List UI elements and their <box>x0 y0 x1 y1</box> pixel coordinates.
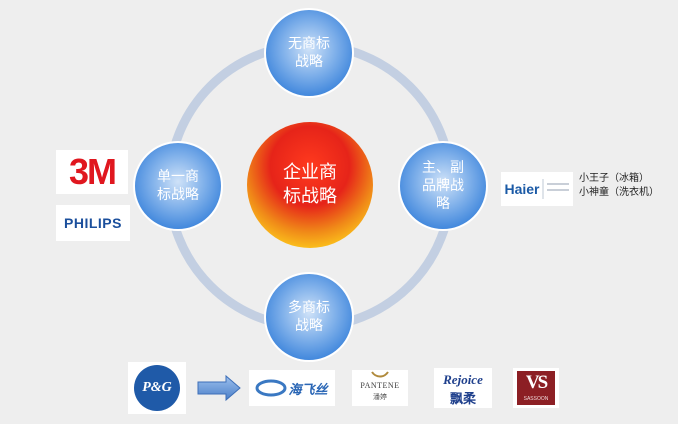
node-right-circle <box>398 141 488 231</box>
note-line-fridge: 小王子（冰箱） <box>579 173 649 184</box>
logo-vs: VS <box>525 372 548 393</box>
logo-pg-circle <box>134 365 180 411</box>
logo-philips-bg <box>56 205 130 241</box>
node-top-circle <box>264 8 354 98</box>
node-left-circle <box>133 141 223 231</box>
logo-vs-square <box>517 371 555 405</box>
logo-vs-sub: SASSOON <box>523 395 549 402</box>
logo-pantene-cn: 潘婷 <box>373 394 387 401</box>
node-right-label: 主、副 品牌战 略 <box>422 160 464 212</box>
logo-philips: PHILIPS <box>64 215 122 231</box>
logo-3m-bg <box>56 150 128 194</box>
center-circle <box>247 122 373 248</box>
logo-pg: P&G <box>142 380 172 395</box>
node-bottom-label: 多商标 战略 <box>288 300 330 334</box>
logo-rejoice: Rejoice <box>443 372 483 387</box>
logo-rejoice-bg <box>434 368 492 408</box>
logo-rejoice-cn: 飘柔 <box>449 390 476 406</box>
logo-haifeisi: 海飞丝 <box>288 381 328 397</box>
node-left-label: 单一商 标战略 <box>157 169 199 203</box>
logo-3m: 3M <box>68 151 117 192</box>
node-bottom-circle <box>264 272 354 362</box>
logo-pantene: PANTENE <box>360 380 400 390</box>
haier-tagline-line <box>547 183 569 185</box>
node-top-label: 无商标 战略 <box>288 36 330 70</box>
arrow-icon <box>197 374 241 402</box>
haier-tagline-line <box>547 189 569 191</box>
center-label: 企业商 标战略 <box>283 162 337 207</box>
note-line-washer: 小神童（洗衣机） <box>579 187 659 198</box>
haifeisi-swirl-icon <box>255 379 287 397</box>
haier-brand-notes: 小王子（冰箱） 小神童（洗衣机） <box>579 172 659 200</box>
pantene-crest-icon <box>371 371 389 378</box>
logo-haier: Haier <box>504 181 540 197</box>
